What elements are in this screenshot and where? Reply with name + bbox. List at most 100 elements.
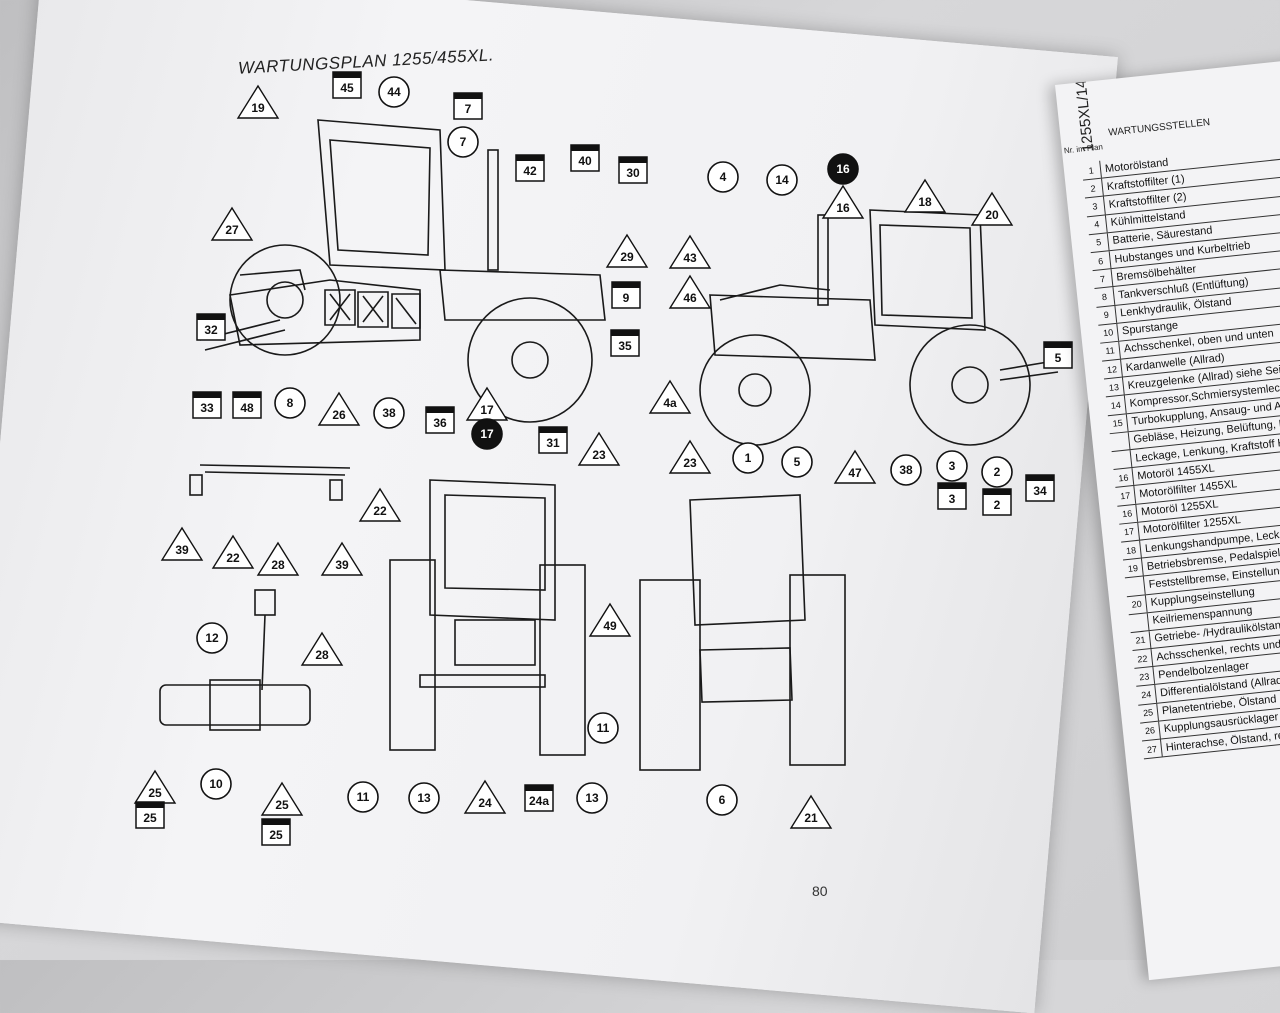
callout-marker: 42: [515, 154, 545, 182]
callout-marker: 2: [981, 456, 1013, 488]
legend-row-number: 2: [1083, 178, 1104, 198]
callout-marker: 1: [732, 442, 764, 474]
callout-label: 28: [315, 648, 329, 662]
callout-label: 28: [271, 558, 285, 572]
tractor-drawings: [159, 119, 1061, 771]
callout-label: 14: [775, 173, 789, 187]
callout-label: 46: [683, 291, 697, 305]
callout-marker: 25: [135, 801, 165, 829]
callout-label: 13: [417, 791, 431, 805]
legend-row-number: 8: [1094, 287, 1116, 307]
callout-marker: 47: [833, 449, 877, 484]
callout-label: 40: [578, 154, 592, 168]
callout-marker: 13: [576, 782, 608, 814]
callout-marker: 9: [611, 281, 641, 309]
callout-marker: 35: [610, 329, 640, 357]
tractor-side-left-drawing: [199, 119, 606, 423]
callout-label: 38: [899, 463, 913, 477]
callout-marker: 38: [373, 397, 405, 429]
legend-row-number: [1124, 576, 1146, 596]
callout-marker: 11: [587, 712, 619, 744]
callout-label: 11: [357, 790, 370, 804]
callout-marker: 10: [200, 768, 232, 800]
callout-label: 42: [523, 164, 537, 178]
callout-label: 20: [985, 208, 999, 222]
callout-label: 21: [804, 811, 818, 825]
callout-label: 48: [240, 401, 254, 415]
callout-marker: 29: [605, 233, 649, 268]
callout-label: 35: [618, 339, 632, 353]
callout-marker: 22: [358, 487, 402, 522]
callout-marker: 31: [538, 426, 568, 454]
callout-label: 3: [949, 492, 956, 506]
callout-marker: 25: [133, 769, 177, 804]
legend-row-number: 27: [1142, 739, 1163, 759]
callout-marker: 40: [570, 144, 600, 172]
callout-label: 4: [720, 170, 727, 184]
legend-row-number: 7: [1092, 269, 1114, 289]
callout-marker: 28: [300, 631, 344, 666]
legend-row-number: 23: [1134, 667, 1156, 687]
callout-marker: 7: [453, 92, 483, 120]
callout-label: 22: [373, 504, 387, 518]
legend-row-number: 25: [1138, 703, 1159, 723]
callout-label: 7: [465, 102, 472, 116]
callout-label: 12: [205, 631, 219, 645]
legend-row-number: 10: [1098, 323, 1120, 343]
callout-label: 24: [478, 796, 492, 810]
tractor-rear-view-drawing: [639, 494, 846, 771]
callout-label: 23: [592, 448, 606, 462]
callout-marker: 17: [471, 418, 503, 450]
callout-label: 6: [719, 793, 726, 807]
column-header: WARTUNGSSTELLEN: [1107, 117, 1211, 139]
page-number: 80: [812, 883, 828, 899]
legend-row-number: 18: [1121, 540, 1142, 560]
callout-marker: 7: [447, 126, 479, 158]
legend-row-number: 4: [1086, 214, 1108, 235]
callout-label: 4a: [663, 396, 677, 410]
callout-label: 30: [626, 166, 640, 180]
legend-row-number: 24: [1136, 685, 1158, 705]
callout-marker: 13: [408, 782, 440, 814]
callout-label: 1: [745, 451, 752, 465]
callout-label: 5: [1055, 351, 1062, 365]
legend-row-number: 12: [1102, 359, 1123, 379]
callout-marker: 19: [236, 84, 280, 119]
callout-label: 23: [683, 456, 697, 470]
callout-label: 27: [225, 223, 239, 237]
callout-marker: 39: [160, 526, 204, 561]
callout-marker: 18: [903, 178, 947, 213]
callout-label: 49: [603, 619, 617, 633]
legend-row-number: 3: [1085, 196, 1106, 216]
callout-marker: 30: [618, 156, 648, 184]
callout-marker: 5: [1043, 341, 1073, 369]
callout-label: 3: [949, 459, 956, 473]
callout-label: 26: [332, 408, 346, 422]
callout-marker: 3: [937, 482, 967, 510]
callout-marker: 12: [196, 622, 228, 654]
column-header-small: Nr. im Plan: [1063, 142, 1104, 156]
front-axle-4wd-drawing: [159, 589, 311, 731]
callout-label: 16: [836, 201, 850, 215]
callout-marker: 14: [766, 164, 798, 196]
callout-marker: 23: [668, 439, 712, 474]
callout-label: 33: [200, 401, 214, 415]
front-axle-top-drawing: [189, 464, 351, 501]
legend-row-number: [1111, 450, 1133, 470]
callout-label: 25: [275, 798, 289, 812]
callout-marker: 22: [211, 534, 255, 569]
callout-label: 10: [209, 777, 223, 791]
callout-marker: 43: [668, 234, 712, 269]
callout-label: 39: [335, 558, 349, 572]
callout-marker: 33: [192, 391, 222, 419]
callout-marker: 24a: [524, 784, 554, 812]
callout-label: 9: [623, 291, 630, 305]
callout-marker: 49: [588, 602, 632, 637]
callout-label: 18: [918, 195, 932, 209]
callout-marker: 46: [668, 274, 712, 309]
callout-marker: 36: [425, 406, 455, 434]
callout-marker: 20: [970, 191, 1014, 226]
callout-marker: 5: [781, 446, 813, 478]
callout-label: 29: [620, 250, 634, 264]
